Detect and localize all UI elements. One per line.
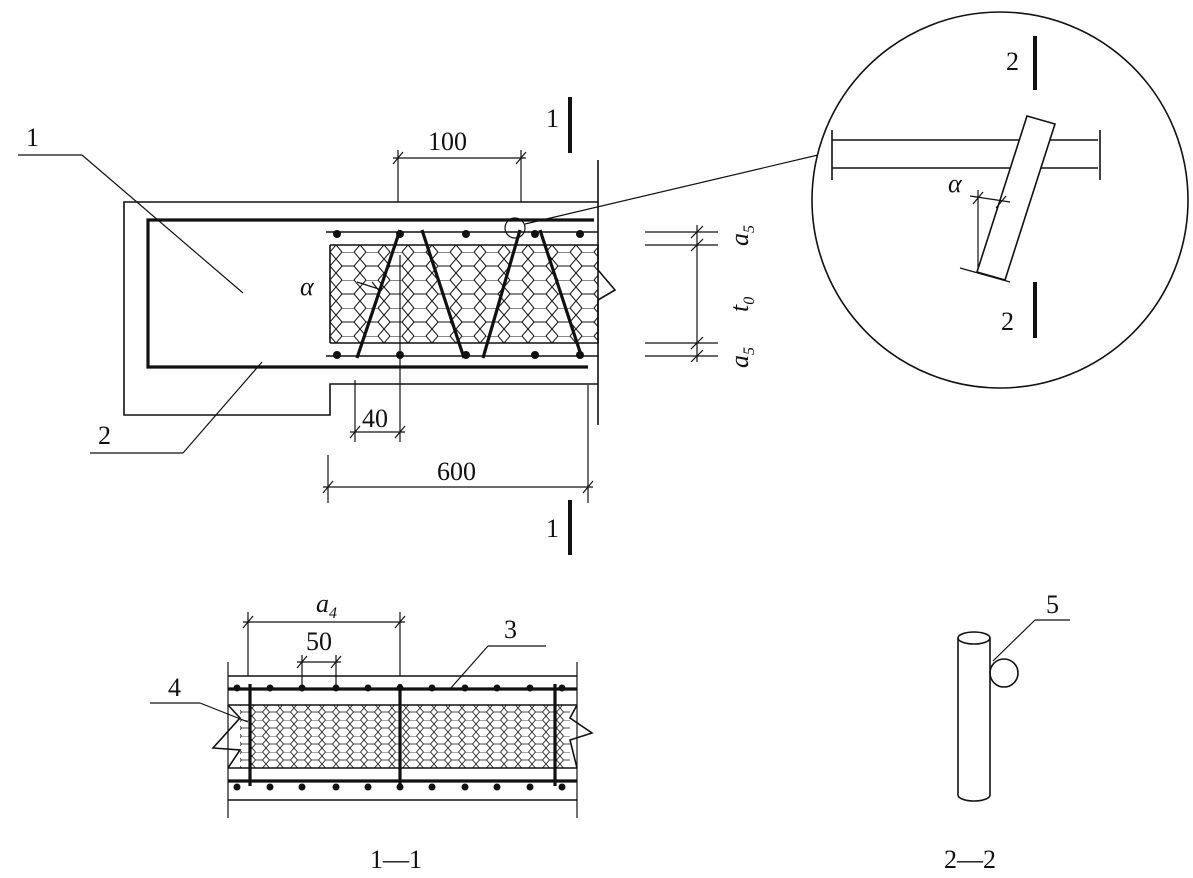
a5-bottom-label: a5: [725, 347, 758, 368]
s22-bar-top: [957, 631, 991, 645]
a4-label: a4: [316, 589, 337, 622]
leader-4: [199, 702, 249, 723]
alpha-tick: [371, 281, 381, 293]
detail-alpha-label: α: [948, 169, 963, 198]
detail-callout-circle: [504, 217, 526, 239]
section-2-2-title: 2—2: [944, 845, 996, 874]
part-4-label: 4: [168, 673, 181, 702]
detail-leader: [524, 154, 819, 225]
column-rebar-frame: [146, 218, 594, 369]
part-1-label: 1: [26, 123, 39, 152]
s11-dots-bottom: [233, 783, 566, 791]
svg-text:a5: a5: [725, 347, 758, 368]
insulation-core: [330, 245, 598, 343]
plan-view: α 40 100 600: [18, 97, 819, 555]
section-2-bottom-label: 2: [1001, 307, 1014, 336]
break-line: [597, 245, 617, 343]
column-outline: [123, 201, 598, 416]
detail-alpha-arc: [969, 195, 1011, 203]
detail-boundary: [811, 11, 1189, 389]
s11-insulation: [240, 705, 570, 768]
dim-100-label: 100: [428, 127, 467, 156]
dim-40-label: 40: [362, 404, 388, 433]
section-2-2: 5 2—2: [944, 590, 1070, 874]
rebar-dots-bottom: [333, 351, 584, 359]
svg-text:a5: a5: [725, 225, 758, 246]
thickness-dims: [645, 225, 718, 363]
dim-50-label: 50: [306, 627, 332, 656]
s11-break-left: [211, 704, 242, 769]
alpha-label: α: [300, 272, 315, 301]
detail-view: α 2 2: [811, 11, 1189, 389]
a5-top-label: a5: [725, 225, 758, 246]
section-2-top-label: 2: [1006, 47, 1019, 76]
s22-bar-body: [957, 638, 991, 802]
detail-base: [959, 267, 1011, 283]
part-5-label: 5: [1046, 590, 1059, 619]
section-1-bottom-label: 1: [546, 514, 559, 543]
leader-3: [449, 645, 489, 690]
leader-1: [81, 154, 244, 294]
t0-label: t0: [725, 297, 758, 312]
s22-cross-bar: [989, 658, 1019, 688]
section-1-top-label: 1: [546, 104, 559, 133]
s11-connectors: [248, 684, 557, 786]
part-3-label: 3: [504, 615, 517, 644]
s11-break-right: [568, 704, 594, 769]
s11-dots-top: [233, 684, 566, 692]
leader-2: [182, 361, 263, 454]
section-1-1: a4 50 3 4 1—1: [150, 589, 594, 874]
part-2-label: 2: [98, 421, 111, 450]
diagonal-connectors: [355, 229, 584, 359]
leader-5: [992, 619, 1036, 662]
dim-600-label: 600: [437, 457, 476, 486]
svg-text:t0: t0: [725, 297, 758, 312]
section-1-1-title: 1—1: [370, 845, 422, 874]
